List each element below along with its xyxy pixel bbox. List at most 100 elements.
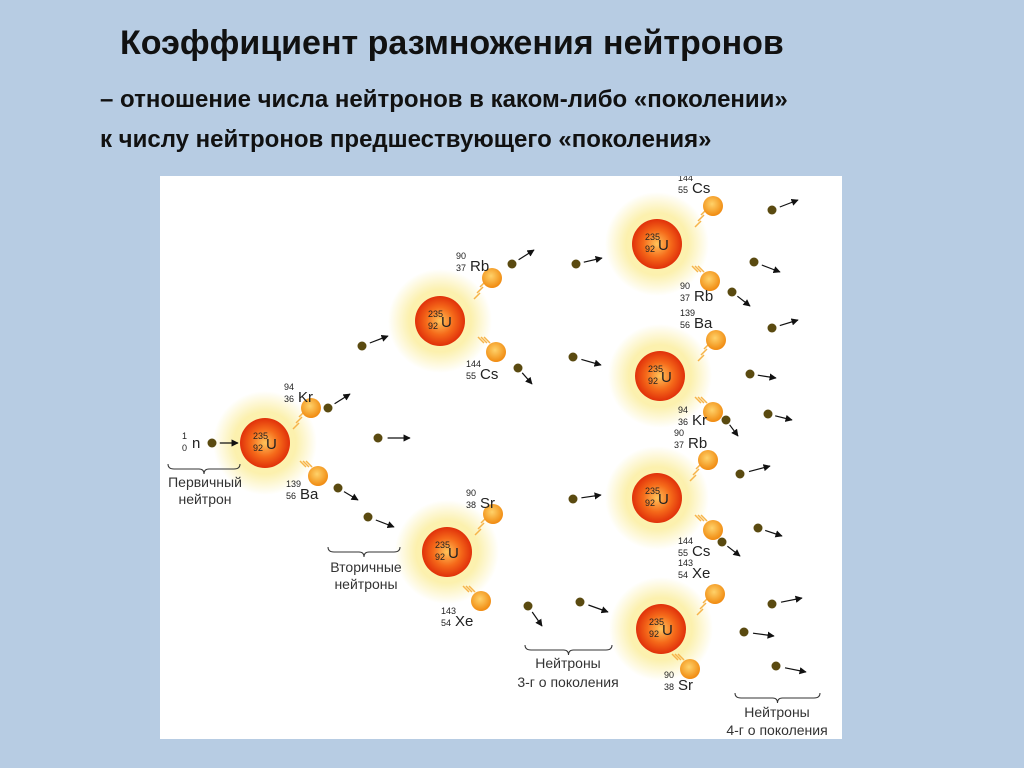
fragment-trail-Cs-2-2	[477, 336, 485, 344]
fragment-mass-Xe-3: 143	[441, 606, 456, 616]
fragment-Rb-4	[700, 271, 720, 291]
fragment-trail-Kr-5-1	[697, 396, 705, 404]
neutron-g3l	[753, 523, 763, 533]
neutron-arrow-g3g	[757, 373, 777, 381]
uranium-nucleus-7	[636, 604, 686, 654]
neutron-g3o	[575, 597, 585, 607]
fragment-Cs-2	[486, 342, 506, 362]
nucleus-symbol-6: U	[658, 491, 669, 508]
neutron-g3h	[763, 409, 773, 419]
neutron-g3r	[771, 661, 781, 671]
uranium-nucleus-3	[422, 527, 472, 577]
fragment-trail-Xe-7-2	[696, 608, 704, 616]
nucleus-mass-6: 235	[645, 486, 660, 496]
fragment-charge-Xe-3: 54	[441, 618, 451, 628]
fragment-trail-Sr-7-2	[671, 653, 679, 661]
fragment-mass-Cs-2: 144	[466, 359, 481, 369]
caption-primary-1: Первичный	[168, 474, 242, 490]
uranium-nucleus-1	[240, 418, 290, 468]
fragment-charge-Kr-1: 36	[284, 394, 294, 404]
slide-title: Коэффициент размножения нейтронов	[120, 24, 784, 62]
neutron-g3f	[767, 323, 777, 333]
fragment-charge-Rb-2: 37	[456, 263, 466, 273]
fragment-Cs-4	[703, 196, 723, 216]
group-bracket-fourth	[734, 692, 821, 704]
fragment-mass-Kr-1: 94	[284, 382, 294, 392]
fragment-trail-Xe-3-1	[465, 585, 473, 593]
fragment-Cs-6	[703, 520, 723, 540]
fragment-trail-Rb-2-1	[476, 286, 484, 294]
fragment-trail-Sr-7-1	[674, 653, 682, 661]
fragment-charge-Kr-5: 36	[678, 417, 688, 427]
fragment-mass-Sr-7: 90	[664, 670, 674, 680]
fragment-trail-Xe-3-2	[462, 585, 470, 593]
fragment-Sr-7	[680, 659, 700, 679]
nucleus-mass-5: 235	[648, 364, 663, 374]
nucleus-charge-3: 92	[435, 552, 445, 562]
group-bracket-third	[524, 644, 613, 656]
fragment-symbol-Kr-5: Kr	[692, 412, 707, 429]
neutron-g3b	[767, 205, 777, 215]
fragment-symbol-Cs-4: Cs	[692, 180, 710, 197]
neutron-arrow-g2d	[375, 519, 395, 529]
nucleus-symbol-7: U	[662, 622, 673, 639]
fragment-symbol-Xe-7: Xe	[692, 565, 710, 582]
fragment-trail-Ba-5-1	[700, 348, 708, 356]
nucleus-mass-4: 235	[645, 232, 660, 242]
caption-third-2: 3-г о поколения	[517, 674, 618, 690]
neutron-g2d	[363, 512, 373, 522]
caption-fourth-2: 4-г о поколения	[726, 722, 827, 738]
nucleus-charge-4: 92	[645, 244, 655, 254]
fragment-trail-Ba-1-1	[302, 460, 310, 468]
fragment-trail-Cs-6-0	[700, 514, 708, 522]
fragment-charge-Rb-6: 37	[674, 440, 684, 450]
slide-subtitle-line-2: к числу нейтронов предшествующего «покол…	[100, 126, 712, 153]
fragment-symbol-Kr-1: Kr	[298, 389, 313, 406]
fragment-trail-Sr-3-2	[474, 528, 482, 536]
fragment-trail-Kr-1-2	[292, 422, 300, 430]
nucleus-symbol-5: U	[661, 369, 672, 386]
fragment-trail-Rb-6-2	[689, 474, 697, 482]
neutron-g3n	[523, 601, 533, 611]
fragment-Kr-1	[301, 398, 321, 418]
uranium-nucleus-4	[632, 219, 682, 269]
fragment-trail-Kr-5-0	[700, 396, 708, 404]
fragment-charge-Ba-5: 56	[680, 320, 690, 330]
neutron-g3i	[721, 415, 731, 425]
fragment-mass-Xe-7: 143	[678, 558, 693, 568]
fragment-symbol-Sr-7: Sr	[678, 677, 693, 694]
neutron-arrow-g2a	[369, 334, 389, 344]
fragment-mass-Cs-6: 144	[678, 536, 693, 546]
fragment-trail-Rb-6-1	[692, 468, 700, 476]
nucleus-symbol-4: U	[658, 237, 669, 254]
fragment-symbol-Xe-3: Xe	[455, 613, 473, 630]
neutron-arrow-g3c	[761, 264, 781, 274]
neutron-primary	[207, 438, 217, 448]
fragment-Sr-3	[483, 504, 503, 524]
nucleus-charge-6: 92	[645, 498, 655, 508]
neutron-arrow-g3i	[729, 424, 739, 437]
fragment-mass-Kr-5: 94	[678, 405, 688, 415]
fragment-charge-Xe-7: 54	[678, 570, 688, 580]
fragment-trail-Cs-6-1	[697, 514, 705, 522]
neutron-g2c	[513, 363, 523, 373]
neutron-g3j	[568, 494, 578, 504]
fragment-Xe-7	[705, 584, 725, 604]
fragment-symbol-Rb-2: Rb	[470, 258, 489, 275]
fragment-mass-Cs-4: 144	[678, 176, 693, 183]
neutron-arrow-g2b	[518, 249, 535, 261]
fragment-charge-Rb-4: 37	[680, 293, 690, 303]
neutron-arrow-g3k	[748, 464, 771, 473]
fragment-trail-Ba-1-0	[305, 460, 313, 468]
neutron-arrow-g3f	[779, 318, 799, 327]
fragment-trail-Xe-7-1	[699, 602, 707, 610]
nucleus-mass-1: 235	[253, 431, 268, 441]
fragment-trail-Rb-4-0	[697, 265, 705, 273]
neutron-g3e	[568, 352, 578, 362]
fragment-charge-Sr-7: 38	[664, 682, 674, 692]
nucleus-mass-3: 235	[435, 540, 450, 550]
fragment-Ba-5	[706, 330, 726, 350]
neutron-arrow-g3m	[727, 545, 741, 557]
